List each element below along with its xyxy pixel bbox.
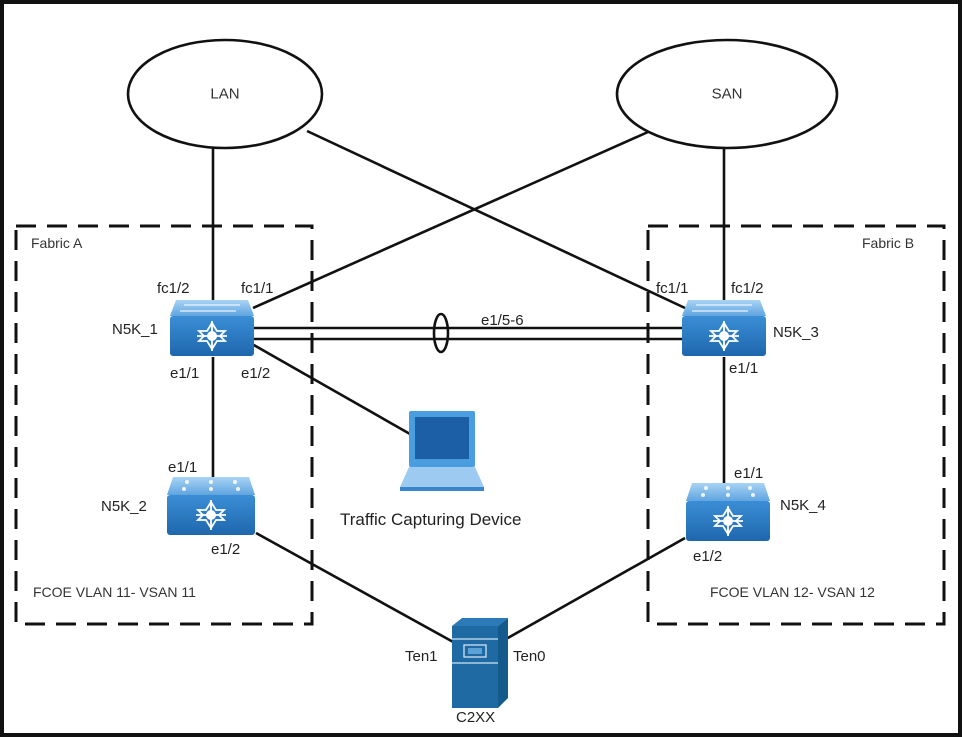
port-n5k1-e1-2: e1/2: [241, 365, 271, 382]
port-n5k3-e1-1: e1/1: [729, 360, 759, 377]
fabric-a-label: Fabric A: [31, 235, 83, 251]
switch-n5k-4-icon[interactable]: [686, 483, 770, 541]
laptop-label: Traffic Capturing Device: [340, 510, 522, 529]
san-label: SAN: [711, 85, 743, 103]
link-lan-n5k3: [306, 129, 686, 310]
port-n5k1-e1-1: e1/1: [170, 365, 200, 382]
link-n5k4-server: [505, 536, 686, 641]
link-n5k2-server: [255, 531, 456, 645]
fabric-b-label: Fabric B: [862, 235, 915, 251]
server-label: C2XX: [456, 709, 496, 726]
n5k-2-label: N5K_2: [101, 498, 147, 515]
port-n5k1-fc1-2: fc1/2: [157, 280, 190, 297]
laptop-icon[interactable]: [400, 411, 484, 491]
port-n5k4-e1-2: e1/2: [693, 548, 723, 565]
fabric-b-vsan-label: FCOE VLAN 12- VSAN 12: [710, 584, 875, 600]
portchannel-ring: [432, 312, 450, 354]
link-n5k1-laptop: [251, 342, 411, 436]
switch-n5k-3-icon[interactable]: [682, 300, 766, 356]
port-n5k1-fc1-1: fc1/1: [241, 280, 274, 297]
san-cloud: [615, 38, 839, 150]
link-san-n5k1: [252, 130, 649, 310]
switch-n5k-1-icon[interactable]: [170, 300, 254, 356]
fabric-a-vsan-label: FCOE VLAN 11- VSAN 11: [33, 584, 196, 600]
switch-n5k-2-icon[interactable]: [167, 477, 255, 535]
n5k-3-label: N5K_3: [773, 324, 819, 341]
n5k-1-label: N5K_1: [112, 321, 158, 338]
fabric-b-box: [646, 224, 946, 626]
port-channel-label: e1/5-6: [481, 312, 524, 329]
port-n5k4-e1-1: e1/1: [734, 465, 764, 482]
lan-cloud: [126, 38, 324, 150]
n5k-4-label: N5K_4: [780, 497, 826, 514]
port-n5k2-e1-1: e1/1: [168, 459, 198, 476]
fabric-a-box: [14, 224, 314, 626]
lan-label: LAN: [210, 85, 240, 103]
port-n5k2-e1-2: e1/2: [211, 541, 241, 558]
port-server-ten1: Ten1: [405, 648, 438, 665]
port-n5k3-fc1-1: fc1/1: [656, 280, 689, 297]
server-c2xx-icon[interactable]: [452, 618, 508, 708]
port-server-ten0: Ten0: [513, 648, 546, 665]
port-n5k3-fc1-2: fc1/2: [731, 280, 764, 297]
